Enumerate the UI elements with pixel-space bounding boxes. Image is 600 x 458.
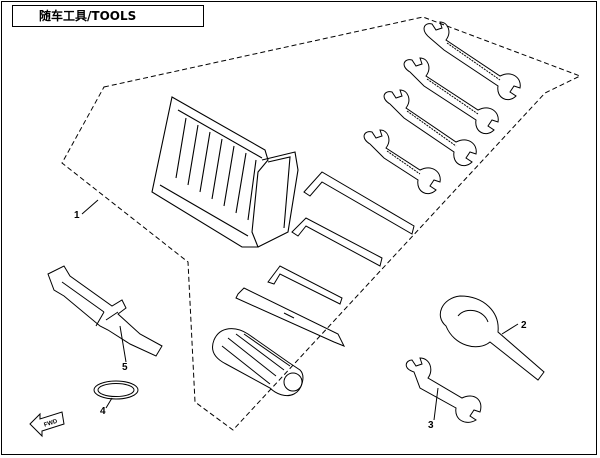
diagram-title: 随车工具/TOOLS [12,5,204,27]
callout-3: 3 [428,420,434,431]
o-ring-inner [97,383,135,397]
callout-4: 4 [100,406,106,417]
o-ring [93,380,139,400]
hex-key-medium [291,217,383,267]
screwdriver-shaft [235,287,346,347]
hook-spanner [439,295,545,381]
callout-leader-1 [81,199,99,215]
open-end-wrench-2 [403,57,499,135]
tool-kit-outline [61,16,582,431]
fwd-arrow-icon [29,411,65,438]
open-end-wrench-4 [363,129,441,195]
small-open-wrench [405,357,482,423]
hex-key-large [303,171,415,235]
callout-2: 2 [521,320,527,331]
callout-leader-3 [433,387,439,421]
open-end-wrench-3 [383,89,477,167]
callout-5: 5 [122,362,128,373]
tool-roll-pouch [151,96,299,248]
fwd-label: FWD [43,419,58,429]
hex-key-small [267,265,343,305]
callout-1: 1 [74,210,80,221]
screwdriver-handle [212,328,304,397]
callout-leader-5 [119,325,127,363]
spark-plug-socket-wrench [47,265,163,357]
callout-leader-4 [105,397,113,409]
open-end-wrench-1 [423,21,521,101]
callout-leader-2 [501,323,519,335]
